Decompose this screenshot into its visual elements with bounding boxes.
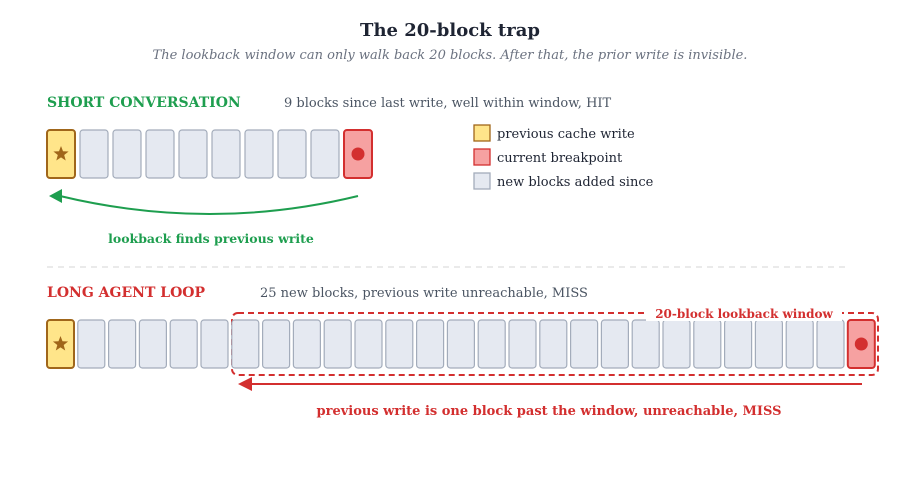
- new-block: [354, 319, 383, 369]
- short-arrow-label: lookback finds previous write: [108, 231, 314, 246]
- new-block: [477, 319, 506, 369]
- previous-write-block: [46, 319, 75, 369]
- legend-label: previous cache write: [497, 127, 635, 142]
- diagram-title: The 20-block trap: [360, 20, 540, 41]
- new-block: [323, 319, 352, 369]
- new-block: [723, 319, 753, 369]
- new-block: [211, 129, 241, 179]
- new-block: [145, 129, 175, 179]
- window-label-backdrop: [646, 305, 842, 321]
- long-arrow-label: previous write is one block past the win…: [317, 404, 782, 419]
- long-agent-loop-section: LONG AGENT LOOP 25 new blocks, previous …: [46, 285, 879, 419]
- new-block: [112, 129, 142, 179]
- new-block: [277, 129, 307, 179]
- dot-icon: [351, 147, 365, 161]
- new-block: [292, 319, 321, 369]
- new-block: [816, 319, 845, 369]
- new-block: [169, 319, 198, 369]
- short-section-description: 9 blocks since last write, well within w…: [284, 96, 612, 111]
- legend-item-breakpoint: current breakpoint: [473, 148, 623, 166]
- new-block: [693, 319, 722, 369]
- new-block: [785, 319, 814, 369]
- legend-label: new blocks added since: [497, 175, 654, 190]
- legend-swatch: [473, 148, 491, 166]
- new-block: [508, 319, 537, 369]
- short-arrowhead-icon: [49, 189, 62, 203]
- long-arrowhead-icon: [238, 377, 252, 391]
- short-conversation-section: SHORT CONVERSATION 9 blocks since last w…: [46, 95, 612, 246]
- dot-icon: [854, 337, 868, 351]
- previous-write-block: [46, 129, 76, 179]
- new-block: [446, 319, 475, 369]
- star-icon: [52, 336, 69, 351]
- new-block: [600, 319, 630, 369]
- long-block-row: [46, 319, 876, 369]
- new-block: [178, 129, 208, 179]
- short-block-row: [46, 129, 373, 179]
- new-block: [416, 319, 445, 369]
- new-block: [77, 319, 106, 369]
- lookback-window-label: 20-block lookback window: [655, 307, 833, 321]
- diagram-subtitle: The lookback window can only walk back 2…: [153, 48, 748, 63]
- new-block: [262, 319, 291, 369]
- new-block: [107, 319, 137, 369]
- long-section-heading: LONG AGENT LOOP: [47, 285, 205, 301]
- new-block: [79, 129, 109, 179]
- legend-item-write: previous cache write: [473, 124, 635, 142]
- new-block: [138, 319, 167, 369]
- new-block: [310, 129, 340, 179]
- new-block: [539, 319, 568, 369]
- legend-label: current breakpoint: [497, 151, 623, 166]
- star-icon: [53, 146, 69, 161]
- short-lookback-arrow: [59, 195, 359, 215]
- new-block: [200, 319, 229, 369]
- legend: previous cache write current breakpoint ne…: [473, 124, 654, 190]
- long-section-description: 25 new blocks, previous write unreachabl…: [260, 286, 588, 301]
- new-block: [244, 129, 274, 179]
- new-block: [231, 319, 260, 369]
- new-block: [631, 319, 660, 369]
- new-block: [662, 319, 691, 369]
- new-block: [385, 319, 414, 369]
- legend-swatch: [473, 124, 491, 142]
- new-block: [754, 319, 784, 369]
- new-block: [569, 319, 599, 369]
- current-breakpoint-block: [343, 129, 373, 179]
- current-breakpoint-block: [846, 319, 876, 369]
- short-section-heading: SHORT CONVERSATION: [47, 95, 241, 111]
- legend-swatch: [473, 172, 491, 190]
- legend-item-new: new blocks added since: [473, 172, 654, 190]
